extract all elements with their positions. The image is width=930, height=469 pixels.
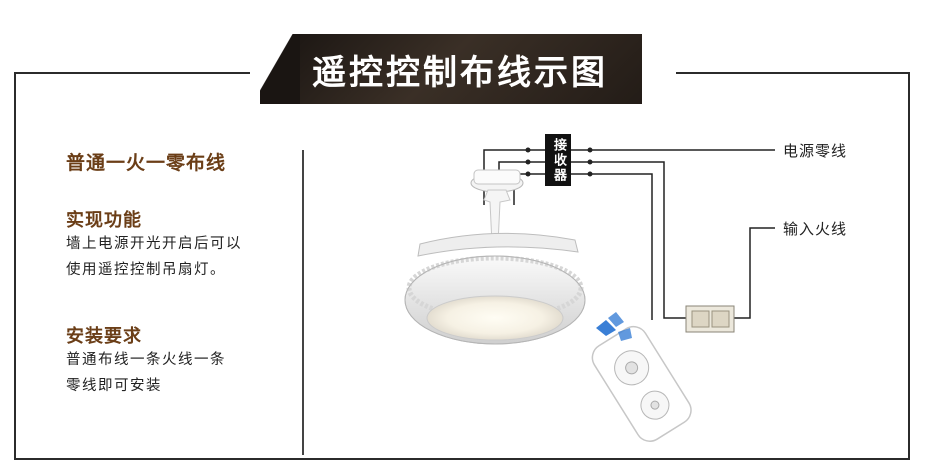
features-line-2: 使用遥控控制吊扇灯。 <box>66 262 226 278</box>
remote-signal-icon <box>596 312 632 341</box>
frame-bottom <box>14 458 910 460</box>
requirements-line-2: 零线即可安装 <box>66 378 162 394</box>
frame-right <box>908 72 910 460</box>
page-title: 遥控控制布线示图 <box>312 52 608 93</box>
wall-switch <box>685 305 735 333</box>
frame-top-left <box>14 72 250 74</box>
features-heading: 实现功能 <box>66 210 142 231</box>
frame-left <box>14 72 16 460</box>
section-main-heading: 普通一火一零布线 <box>66 152 227 174</box>
receiver-box: 接收器 <box>545 134 571 186</box>
frame-top-right <box>676 72 910 74</box>
title-banner: 遥控控制布线示图 <box>260 34 642 104</box>
remote-control <box>591 325 692 442</box>
column-divider <box>302 150 304 455</box>
requirements-line-1: 普通布线一条火线一条 <box>66 352 226 368</box>
ceiling-fan-light <box>404 169 586 345</box>
features-line-1: 墙上电源开光开启后可以 <box>66 236 242 252</box>
requirements-heading: 安装要求 <box>66 326 142 347</box>
neutral-wire-label: 电源零线 <box>783 142 848 160</box>
live-wire-label: 输入火线 <box>783 220 848 238</box>
receiver-output-wires <box>571 149 775 320</box>
